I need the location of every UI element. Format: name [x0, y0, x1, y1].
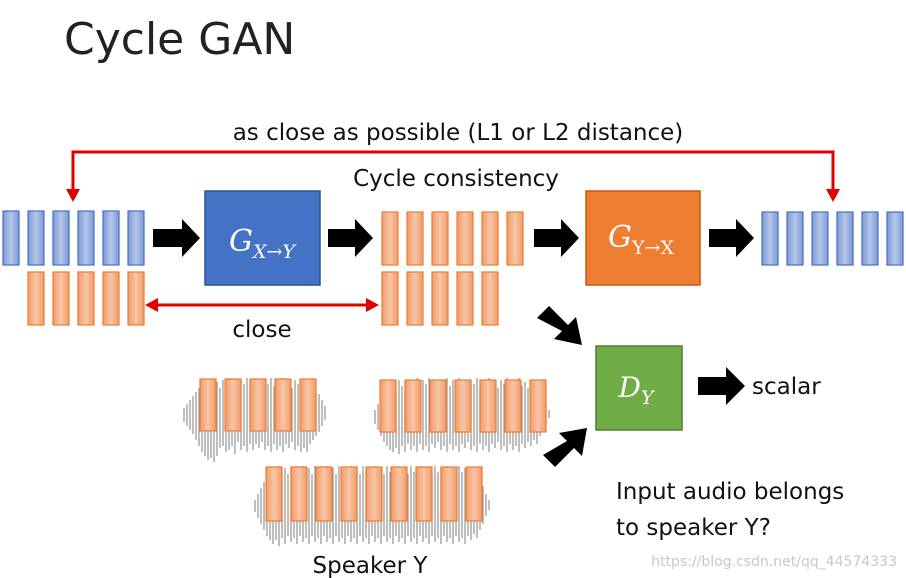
frames-2	[379, 379, 547, 433]
black-arrow-scalar	[698, 367, 745, 405]
dy-sub: Y	[641, 387, 656, 409]
speaker-y-clip-3	[254, 466, 490, 546]
close-arrowhead-left	[145, 298, 158, 312]
top-note: as close as possible (L1 or L2 distance)	[233, 120, 684, 146]
red-arrowhead-left	[66, 189, 80, 202]
generator-y-to-x-label: GY→X	[608, 220, 674, 259]
gyx-base: G	[608, 220, 632, 255]
discriminator-y	[595, 345, 683, 431]
red-arrowhead-right	[826, 189, 840, 202]
black-arrow-diag-down	[537, 306, 582, 345]
generator-y-to-x	[585, 190, 701, 286]
speaker-y-clip-1	[183, 378, 326, 462]
close-label: close	[232, 317, 291, 343]
generator-x-to-y	[204, 190, 321, 286]
question-line-2: to speaker Y?	[616, 515, 771, 541]
watermark: https://blog.csdn.net/qq_44574333	[651, 554, 897, 570]
generated-frames-orange	[381, 211, 524, 266]
reconstructed-frames-blue	[761, 211, 904, 266]
speaker-y-label: Speaker Y	[313, 553, 429, 578]
generator-x-to-y-label: GX→Y	[229, 224, 297, 263]
frames-3	[265, 466, 483, 522]
question-line-1: Input audio belongs	[616, 479, 844, 505]
scalar-label: scalar	[752, 374, 821, 400]
black-arrow-diag-up	[543, 428, 587, 467]
black-arrow-3	[534, 219, 579, 257]
gxy-base: G	[229, 224, 253, 259]
dy-base: D	[618, 371, 641, 404]
discriminator-y-label: DY	[618, 371, 656, 409]
original-target-frames	[27, 271, 145, 326]
gxy-sub: X→Y	[251, 241, 297, 263]
cycle-consistency-arrow	[71, 150, 835, 190]
source-frames-blue	[2, 210, 145, 266]
cycle-consistency-label: Cycle consistency	[353, 166, 559, 192]
gyx-sub: Y→X	[631, 237, 674, 259]
black-arrow-1	[153, 219, 200, 257]
black-arrow-4	[709, 219, 754, 257]
speaker-y-clip-2	[374, 378, 550, 454]
slide-title: Cycle GAN	[64, 14, 295, 65]
close-arrowhead-right	[366, 298, 379, 312]
comparison-frames-orange	[381, 271, 499, 326]
black-arrow-2	[328, 219, 373, 257]
frames-1	[199, 378, 317, 432]
